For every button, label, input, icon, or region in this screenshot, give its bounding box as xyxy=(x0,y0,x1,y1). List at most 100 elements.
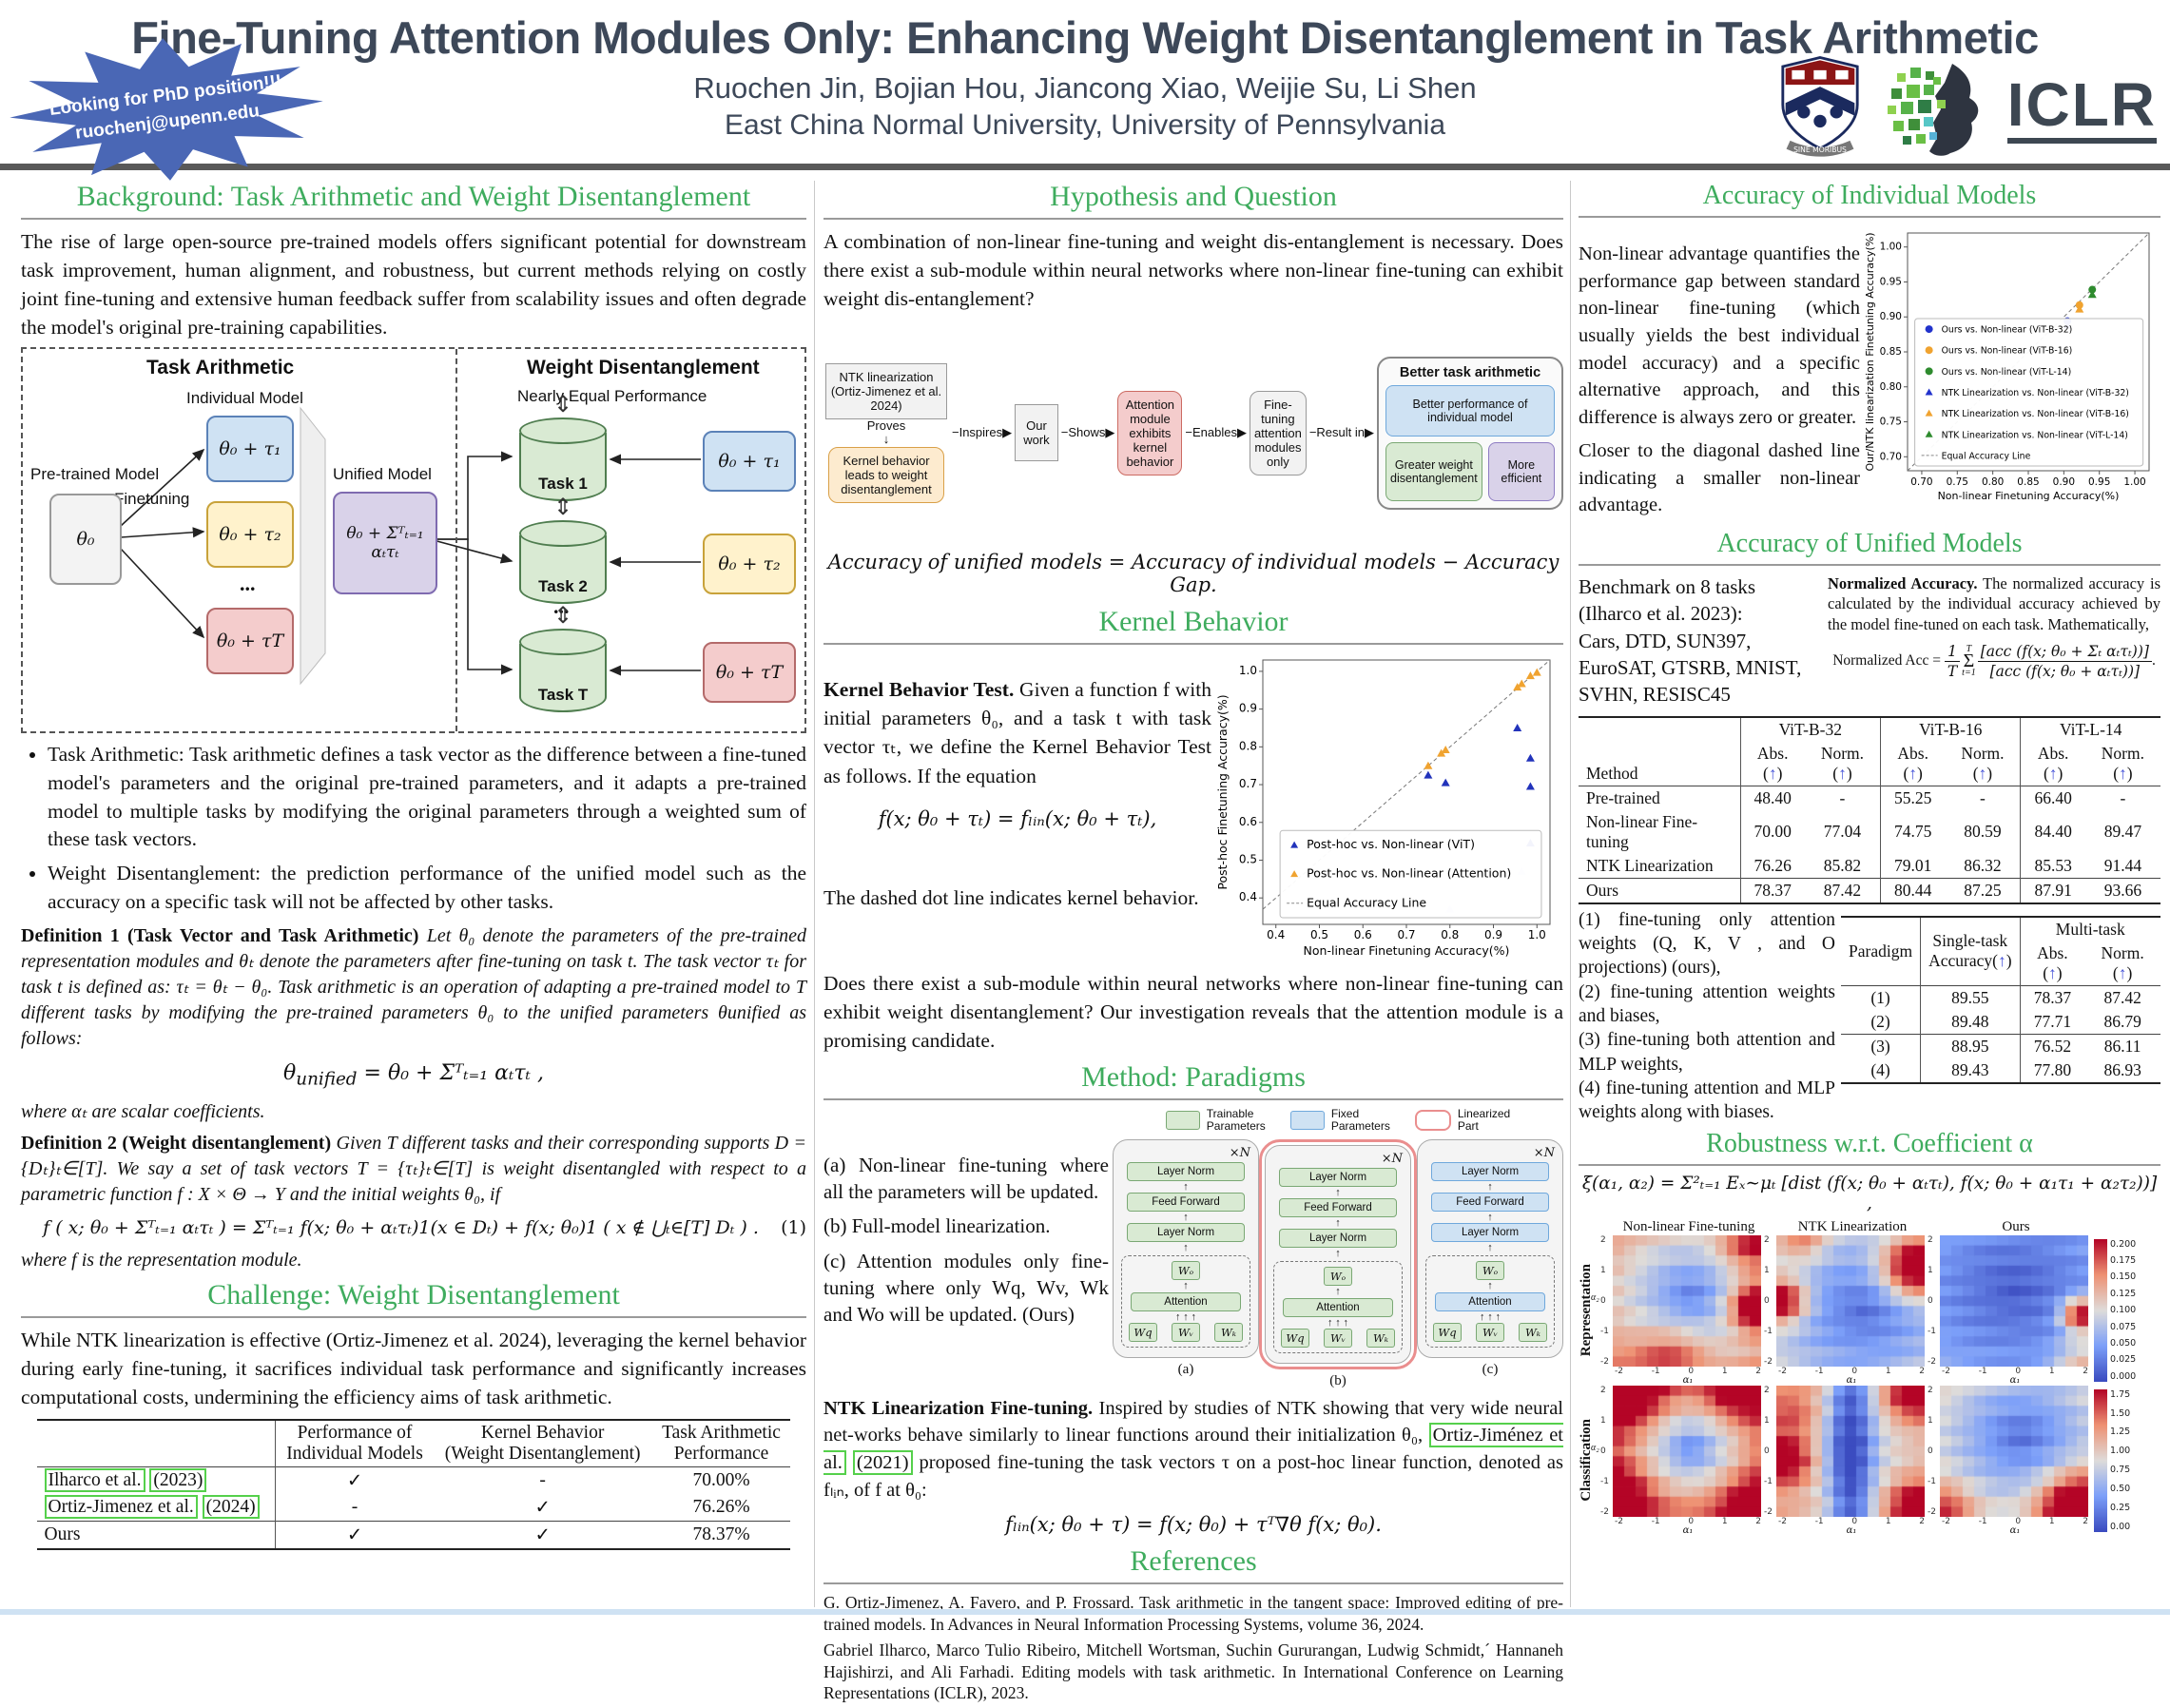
task-arithmetic-diagram: Task Arithmetic Weight Disentanglement I… xyxy=(21,347,806,734)
diagram-divider xyxy=(455,349,457,732)
references-heading: References xyxy=(823,1545,1563,1585)
trainable-swatch xyxy=(1165,1111,1200,1131)
where-f-note: where f is the representation module. xyxy=(21,1249,302,1271)
svg-text:NTK Linearization vs. Non-line: NTK Linearization vs. Non-linear (ViT-L-… xyxy=(1942,430,2128,440)
svg-text:Non-linear Finetuning Accuracy: Non-linear Finetuning Accuracy(%) xyxy=(1938,490,2120,502)
svg-text:0.95: 0.95 xyxy=(2088,476,2110,488)
equiv-arrow-2: ⇕ xyxy=(553,495,573,521)
table-row: Ilharco et al. (2023) ✓-70.00% xyxy=(36,1466,791,1494)
svg-text:Ours vs. Non-linear (ViT-B-16): Ours vs. Non-linear (ViT-B-16) xyxy=(1942,346,2073,357)
svg-text:1.00: 1.00 xyxy=(1880,242,1902,253)
ntk-linearization-box: NTK linearization (Ortiz-Jimenez et al. … xyxy=(825,362,947,419)
ntk-linearization-equation: fₗᵢₙ(x; θ₀ + τ) = f(x; θ₀) + τᵀ∇θ f(x; θ… xyxy=(1005,1513,1382,1537)
svg-text:Ours vs. Non-linear (ViT-L-14): Ours vs. Non-linear (ViT-L-14) xyxy=(1942,367,2072,378)
right-model1-box: θ₀ + τ₁ xyxy=(703,431,796,493)
modelT-box: θ₀ + τT xyxy=(206,608,294,675)
robustness-equation: ξ(α₁, α₂) = Σ²ₜ₌₁ Eₓ∼μₜ [dist (f(x; θ₀ +… xyxy=(1581,1173,2158,1213)
ntk-finetuning-paragraph: NTK Linearization Fine-tuning. Inspired … xyxy=(823,1397,1564,1501)
accuracy-gap-equation: Accuracy of unified models = Accuracy of… xyxy=(827,551,1560,597)
reference-2: Gabriel Ilharco, Marco Tulio Ribeiro, Mi… xyxy=(823,1640,1563,1703)
right-column: Accuracy of Individual Models Non-linear… xyxy=(1579,177,2160,1536)
unified-box: θ₀ + Σᵀₜ₌₁ αₜτₜ xyxy=(333,492,437,595)
heatmap-title: NTK Linearization xyxy=(1797,1218,1908,1234)
better-task-arithmetic-box: Better task arithmetic Better performanc… xyxy=(1377,356,1563,510)
definition-1: Definition 1 (Task Vector and Task Arith… xyxy=(21,925,806,1050)
paradigm-item-a: (a) Non-linear fine-tuning where all the… xyxy=(823,1153,1109,1203)
svg-text:Post-hoc vs. Non-linear (Atten: Post-hoc vs. Non-linear (Attention) xyxy=(1307,866,1511,881)
models-ellipsis: ... xyxy=(240,572,256,596)
kernel-behavior-heading: Kernel Behavior xyxy=(823,606,1563,646)
robustness-heading: Robustness w.r.t. Coefficient α xyxy=(1579,1129,2160,1166)
svg-text:NTK Linearization vs. Non-line: NTK Linearization vs. Non-linear (ViT-B-… xyxy=(1942,409,2129,419)
attention-module-box: Attention module exhibits kernel behavio… xyxy=(1117,390,1183,476)
svg-text:Ours vs. Non-linear (ViT-B-32): Ours vs. Non-linear (ViT-B-32) xyxy=(1942,325,2073,336)
bullet-task-arithmetic: Task Arithmetic: Task arithmetic defines… xyxy=(48,741,806,854)
left-column: Background: Task Arithmetic and Weight D… xyxy=(21,177,806,1554)
taskT-cylinder: Task T xyxy=(519,629,607,713)
task1-cylinder: Task 1 xyxy=(519,417,607,502)
background-paragraph: The rise of large open-source pre-traine… xyxy=(21,230,806,340)
hypothesis-paragraph: A combination of non-linear fine-tuning … xyxy=(823,230,1563,311)
benchmark-text: Benchmark on 8 tasks (Ilharco et al. 202… xyxy=(1579,574,1802,707)
svg-text:Equal Accuracy Line: Equal Accuracy Line xyxy=(1307,896,1426,910)
nonlinear-advantage-paragraph: Non-linear advantage quantifies the perf… xyxy=(1579,243,1860,429)
svg-text:0.9: 0.9 xyxy=(1484,928,1502,941)
more-efficient-box: More efficient xyxy=(1487,441,1555,501)
table-row: Ortiz-Jimenez et al. (2024) -✓76.26% xyxy=(37,1493,791,1522)
result-in-arrow: −Result in▶ xyxy=(1308,425,1374,440)
svg-text:0.90: 0.90 xyxy=(2053,476,2075,488)
svg-text:0.5: 0.5 xyxy=(1239,853,1257,866)
svg-text:1.0: 1.0 xyxy=(1239,664,1257,677)
right-model2-box: θ₀ + τ₂ xyxy=(703,534,796,595)
normalized-accuracy-text: Normalized Accuracy. The normalized accu… xyxy=(1828,573,2160,633)
unified-models-table: Method ViT-B-32 ViT-B-16 ViT-L-14 Abs.(↑… xyxy=(1579,716,2160,905)
footer-strip xyxy=(0,1609,2170,1615)
svg-text:0.9: 0.9 xyxy=(1239,702,1257,715)
column-divider-2 xyxy=(1570,181,1571,1607)
svg-text:0.85: 0.85 xyxy=(2017,476,2039,488)
linearized-swatch xyxy=(1414,1110,1451,1132)
tasks-ellipsis: ... xyxy=(553,594,570,619)
citation-ortiz-2021: Ortiz-Jiménez et al. xyxy=(823,1423,1563,1475)
svg-text:0.70: 0.70 xyxy=(1880,451,1902,462)
poster-title: Fine-Tuning Attention Modules Only: Enha… xyxy=(131,12,2039,63)
kernel-test-equation: f(x; θ₀ + τₜ) = fₗᵢₙ(x; θ₀ + τₜ), xyxy=(878,806,1157,830)
definition-2: Definition 2 (Weight disentanglement) Gi… xyxy=(21,1132,807,1205)
greater-disentanglement-box: Greater weight disentanglement xyxy=(1385,441,1482,501)
svg-text:1.0: 1.0 xyxy=(1528,928,1546,941)
svg-text:0.85: 0.85 xyxy=(1880,346,1902,358)
enables-arrow: −Enables▶ xyxy=(1185,425,1247,440)
svg-text:Equal Accuracy Line: Equal Accuracy Line xyxy=(1942,451,2031,461)
svg-text:0.75: 0.75 xyxy=(1947,476,1968,488)
svg-text:NTK Linearization vs. Non-line: NTK Linearization vs. Non-linear (ViT-B-… xyxy=(1942,388,2129,398)
nearly-equal-label: Nearly Equal Performance xyxy=(517,387,707,406)
svg-text:0.95: 0.95 xyxy=(1880,276,1902,287)
poster-header: Fine-Tuning Attention Modules Only: Enha… xyxy=(0,0,2170,169)
column-divider-1 xyxy=(814,181,815,1607)
svg-text:0.8: 0.8 xyxy=(1239,740,1257,753)
citation-ortiz: Ortiz-Jimenez et al. xyxy=(44,1494,198,1519)
individual-model-label: Individual Model xyxy=(186,389,303,408)
diagonal-note-paragraph: Closer to the diagonal dashed line indic… xyxy=(1579,439,1860,516)
svg-text:0.80: 0.80 xyxy=(1880,381,1902,393)
model1-box: θ₀ + τ₁ xyxy=(206,416,294,483)
table-row-ours: Ours ✓✓78.37% xyxy=(36,1521,791,1549)
